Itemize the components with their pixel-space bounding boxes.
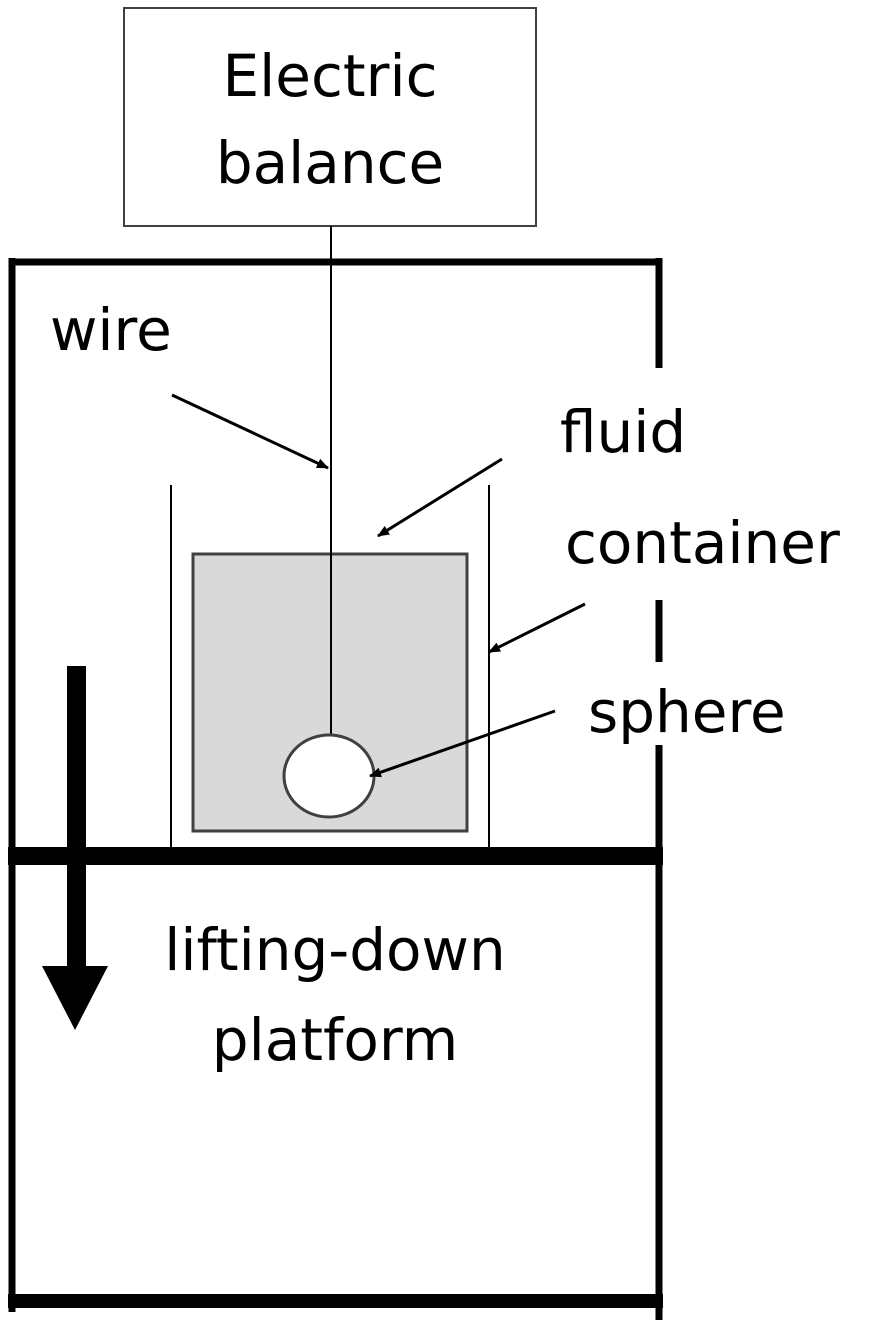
- electric-balance-label-line1: Electric: [223, 42, 438, 110]
- fluid-pointer-arrow: [377, 457, 503, 538]
- wire-pointer-arrow: [171, 393, 329, 470]
- container: [170, 485, 490, 847]
- electric-balance-box: [123, 7, 537, 227]
- down-arrow-icon: [42, 666, 108, 1030]
- platform-label-line2: platform: [212, 1006, 458, 1074]
- fluid-label: fluid: [560, 398, 686, 466]
- wire-label: wire: [50, 296, 172, 364]
- container-pointer-arrow: [488, 602, 586, 654]
- sphere-label: sphere: [588, 678, 786, 746]
- container-label: container: [565, 509, 840, 577]
- sphere-pointer-arrow: [369, 709, 556, 778]
- electric-balance-label-line2: balance: [216, 129, 444, 197]
- platform-label-line1: lifting-down: [164, 916, 506, 984]
- electric-balance: Electric balance: [123, 7, 537, 227]
- sphere: [282, 733, 376, 819]
- outer-frame: [8, 258, 663, 1320]
